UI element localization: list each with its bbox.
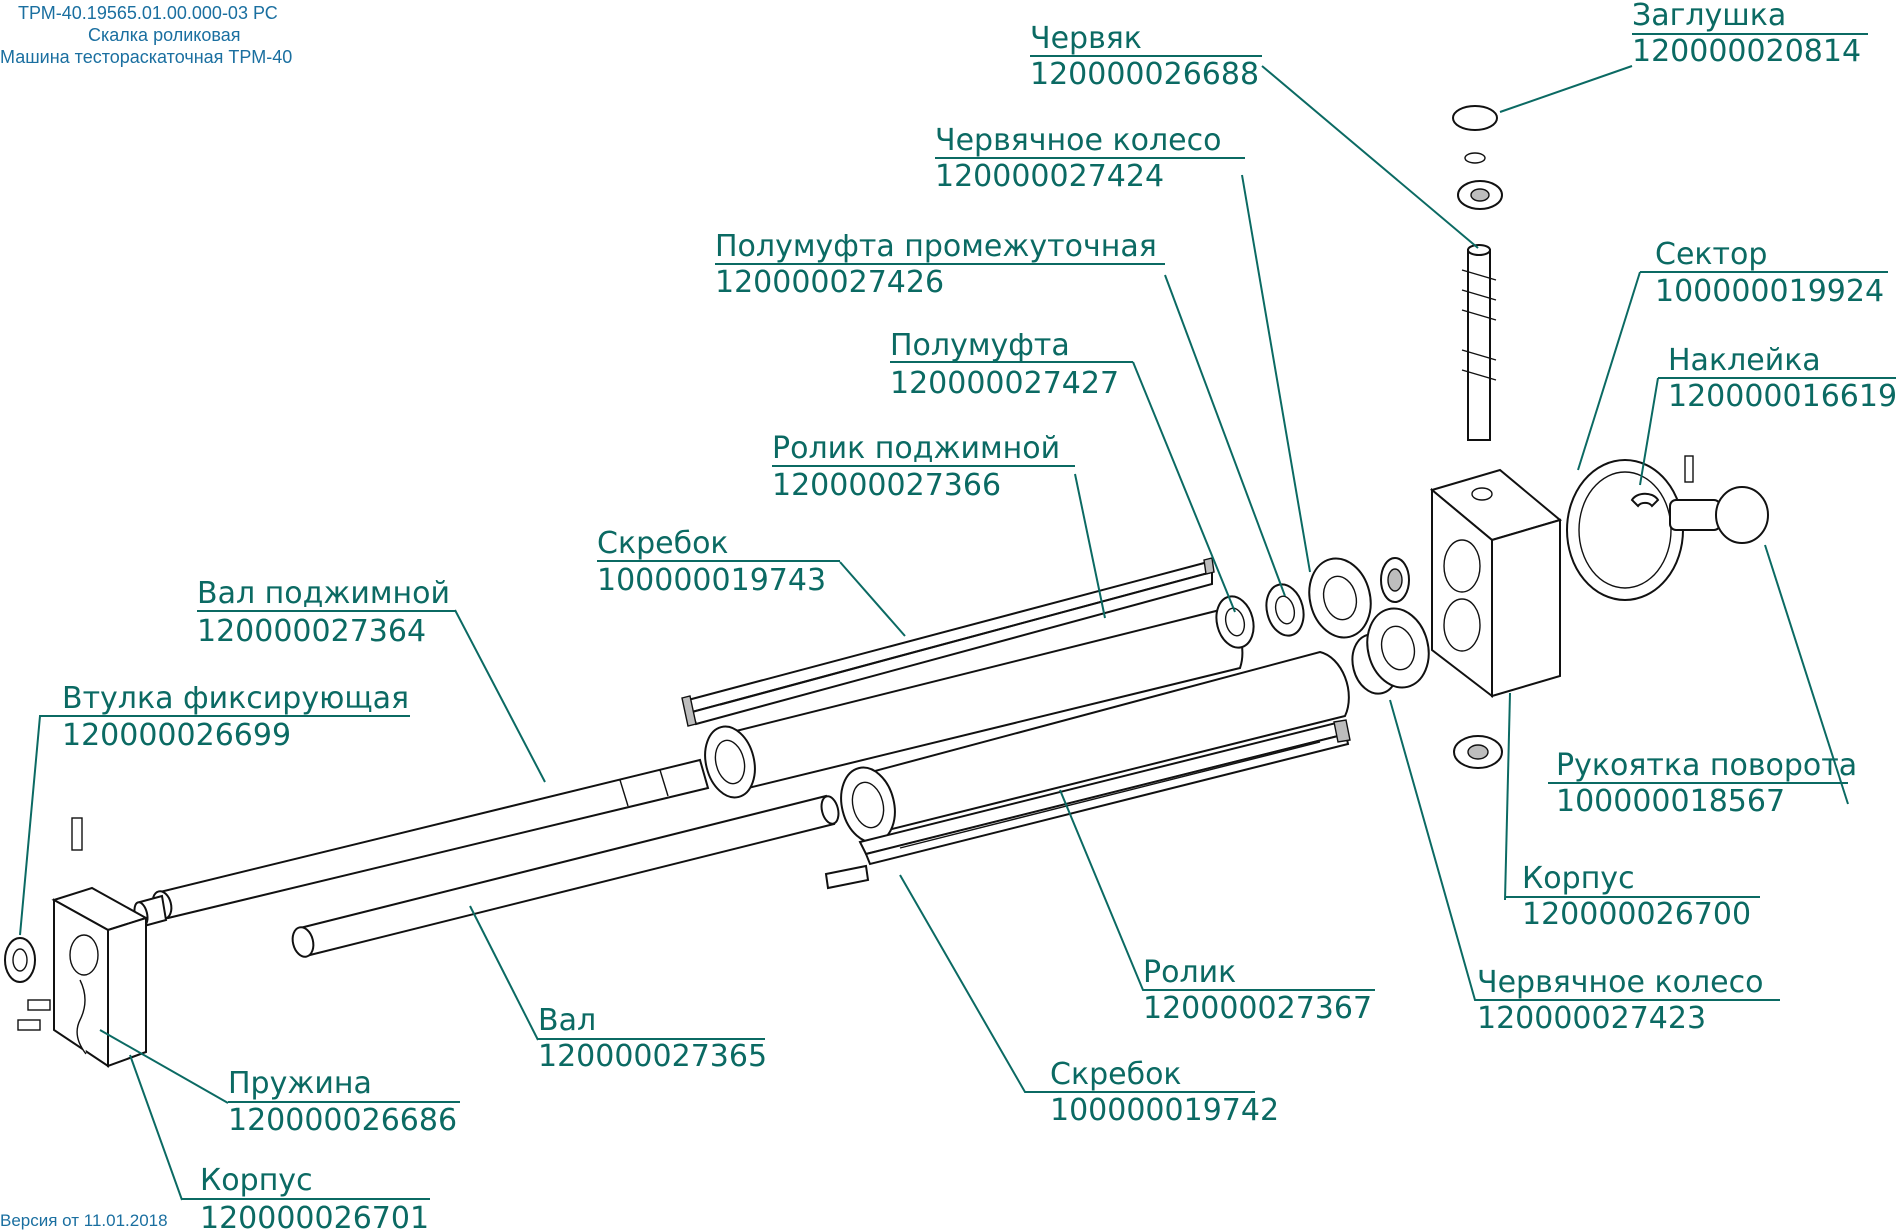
callout-sektor: Сектор 100000019924 <box>1640 237 1888 309</box>
callout-vtulka-fiksiruyushchaya: Втулка фиксирующая 120000026699 <box>40 681 410 753</box>
header-line-1: ТРМ-40.19565.01.00.000-03 РС <box>18 3 278 23</box>
leader-nakleyka <box>1639 377 1659 486</box>
callout-code: 100000019742 <box>1050 1093 1279 1128</box>
callout-val-podzhimnoy: Вал поджимной 120000027364 <box>197 576 455 649</box>
callout-code: 120000027365 <box>538 1039 767 1074</box>
callout-name: Полумуфта <box>890 328 1070 363</box>
callout-code: 100000019924 <box>1655 274 1884 309</box>
callout-code: 120000020814 <box>1632 34 1861 69</box>
leader-polumufta <box>1132 361 1236 613</box>
worm-gear-parts <box>1308 557 1430 689</box>
callout-rolik: Ролик 120000027367 <box>1143 955 1375 1026</box>
callout-name: Втулка фиксирующая <box>62 681 409 716</box>
callout-name: Ролик поджимной <box>772 431 1060 466</box>
callout-name: Рукоятка поворота <box>1556 748 1857 783</box>
callout-code: 120000026686 <box>228 1103 457 1138</box>
callout-name: Ролик <box>1143 955 1236 990</box>
callout-code: 120000026700 <box>1522 897 1751 932</box>
sector-sticker-handle-parts <box>1566 455 1769 601</box>
callout-name: Полумуфта промежуточная <box>715 229 1157 264</box>
callout-val: Вал 120000027365 <box>538 1003 767 1074</box>
leader-zaglushka <box>1499 65 1633 113</box>
callout-code: 120000027366 <box>772 468 1001 503</box>
callout-name: Заглушка <box>1632 0 1786 33</box>
callout-name: Вал <box>538 1003 596 1038</box>
leader-val-podzhimnoy <box>454 609 546 783</box>
callout-rolik-podzhimnoy: Ролик поджимной 120000027366 <box>772 431 1075 503</box>
plug-and-bearing-parts <box>1452 105 1503 769</box>
leader-rukoyatka-povorota <box>1764 544 1849 805</box>
callout-code: 120000026688 <box>1030 57 1259 92</box>
callout-code: 120000027427 <box>890 366 1119 401</box>
callout-code: 120000027364 <box>197 614 426 649</box>
callout-name: Корпус <box>200 1163 313 1198</box>
callout-zaglushka: Заглушка 120000020814 <box>1632 0 1868 69</box>
callout-chervyachnoe-koleso-1: Червячное колесо 120000027424 <box>935 123 1245 194</box>
callout-name: Вал поджимной <box>197 576 450 611</box>
callout-korpus-left: Корпус 120000026701 <box>182 1163 430 1232</box>
leader-pruzhina <box>99 1029 229 1104</box>
callout-code: 100000018567 <box>1556 784 1785 819</box>
callout-skrebok-2: Скребок 100000019742 <box>1025 1057 1279 1128</box>
callout-polumufta-promezhutochnaya: Полумуфта промежуточная 120000027426 <box>715 229 1165 300</box>
callout-name: Корпус <box>1522 861 1635 896</box>
callout-chervyachnoe-koleso-2: Червячное колесо 120000027423 <box>1477 965 1780 1036</box>
version-footer: Версия от 11.01.2018 <box>0 1211 168 1230</box>
pressure-shaft-part <box>133 758 710 928</box>
callout-nakleyka: Наклейка 120000016619 <box>1658 343 1897 414</box>
callout-name: Скребок <box>597 526 729 561</box>
callout-code: 120000027424 <box>935 159 1164 194</box>
callout-code: 120000027426 <box>715 265 944 300</box>
callout-pruzhina: Пружина 120000026686 <box>228 1066 460 1138</box>
parts-drawing <box>4 105 1769 1068</box>
scraper-upper-part <box>681 557 1215 727</box>
leader-chervyak <box>1261 65 1479 249</box>
callout-code: 100000019743 <box>597 563 826 598</box>
leader-chervyachnoe-koleso-2 <box>1389 699 1477 1001</box>
callout-name: Червячное колесо <box>935 123 1221 158</box>
right-housing-part <box>1429 468 1563 699</box>
leader-polumufta-promezhutochnaya <box>1164 274 1286 597</box>
callout-rukoyatka-povorota: Рукоятка поворота 100000018567 <box>1548 748 1857 819</box>
callout-name: Скребок <box>1050 1057 1182 1092</box>
leader-korpus-left <box>129 1054 183 1201</box>
scraper-lower-part <box>824 719 1351 890</box>
main-roller-part <box>840 650 1350 844</box>
worm-part <box>1461 244 1497 441</box>
callout-chervyak: Червяк 120000026688 <box>1030 21 1262 92</box>
callout-code: 120000027423 <box>1477 1001 1706 1036</box>
callout-code: 120000027367 <box>1143 991 1372 1026</box>
shaft-part <box>291 794 840 958</box>
callout-name: Наклейка <box>1668 343 1821 378</box>
callout-korpus-right: Корпус 120000026700 <box>1505 861 1760 932</box>
callout-code: 120000016619 <box>1668 379 1897 414</box>
leader-sektor <box>1577 271 1641 471</box>
header-line-2: Скалка роликовая <box>88 25 241 45</box>
callout-polumufta: Полумуфта 120000027427 <box>890 328 1133 401</box>
callout-skrebok-1: Скребок 100000019743 <box>597 526 840 598</box>
callout-name: Червяк <box>1030 21 1142 56</box>
callout-name: Сектор <box>1655 237 1767 272</box>
callout-name: Пружина <box>228 1066 372 1101</box>
left-housing-part <box>4 817 149 1068</box>
leader-rolik-podzhimnoy <box>1074 473 1106 619</box>
callout-code: 120000026701 <box>200 1201 429 1232</box>
callout-name: Червячное колесо <box>1477 965 1763 1000</box>
leader-val <box>469 905 539 1041</box>
leader-korpus-right <box>1504 692 1511 901</box>
callout-code: 120000026699 <box>62 718 291 753</box>
leader-skrebok-1 <box>839 561 906 637</box>
header-line-3: Машина тестораскаточная ТРМ-40 <box>0 47 293 67</box>
leader-chervyachnoe-koleso-1 <box>1241 174 1311 573</box>
